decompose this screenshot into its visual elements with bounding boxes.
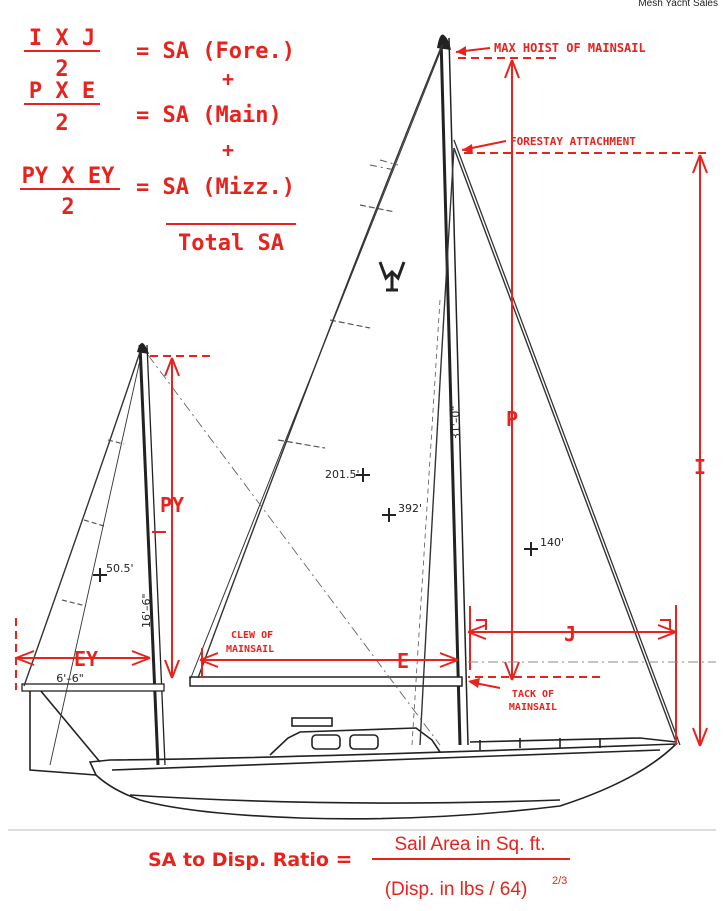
ce-mizz-marker-icon	[93, 568, 107, 582]
port-light-2	[349, 734, 379, 750]
hull	[88, 743, 679, 820]
callout-forestay: FORESTAY ATTACHMENT	[510, 135, 636, 148]
ce-main-value: 201.5'	[325, 468, 360, 481]
dim-label-J: J	[564, 622, 576, 646]
cabin-house	[269, 727, 441, 756]
forestay	[453, 139, 681, 746]
ce-main-marker-icon	[356, 468, 370, 482]
dim-label-I: I	[694, 455, 706, 479]
boom-length-mizzen: 6'–6"	[56, 672, 84, 685]
dim-label-E: E	[397, 649, 409, 673]
plus-sign-1: +	[222, 67, 234, 91]
main-boom	[189, 676, 463, 687]
mizzen-mast	[138, 344, 160, 766]
fore-result: = SA (Fore.)	[136, 39, 295, 64]
main-numerator: P X E	[29, 79, 95, 104]
sail-insignia-icon	[378, 261, 406, 292]
fore-numerator: I X J	[29, 26, 95, 51]
dim-label-PY: PY	[160, 493, 184, 517]
main-result: = SA (Main)	[136, 103, 282, 128]
ce-fore-marker-icon	[524, 542, 538, 556]
callout-clew-line1: CLEW OF	[231, 630, 273, 641]
ce-total-marker-icon	[382, 508, 396, 522]
hull-drawing	[8, 689, 716, 831]
mizz-numerator: PY X EY	[22, 164, 115, 189]
fore-denominator: 2	[55, 57, 68, 82]
callout-tack-line1: TACK OF	[512, 689, 554, 700]
credit-text: Mesh Yacht Sales	[638, 0, 718, 9]
mizzen-boom	[21, 683, 165, 692]
total-label: Total SA	[178, 231, 284, 256]
mizz-denominator: 2	[61, 195, 74, 220]
drawing-annotations: 31'–0" 16'–6" 6'–6" 201.5' 392' 140' 50.…	[56, 405, 564, 685]
ce-fore-value: 140'	[540, 536, 564, 549]
callout-max-hoist: MAX HOIST OF MAINSAIL	[494, 41, 646, 55]
mizz-result: = SA (Mizz.)	[136, 175, 295, 200]
ce-mizz-value: 50.5'	[106, 562, 134, 575]
dimension-overlay: MAX HOIST OF MAINSAIL FORESTAY ATTACHMEN…	[15, 41, 716, 747]
dim-label-EY: EY	[74, 647, 98, 671]
mizzen-sail-leech	[23, 351, 141, 687]
mast-length-main: 31'–0"	[449, 405, 463, 440]
dim-label-P: P	[506, 407, 518, 431]
port-light-1	[311, 734, 341, 750]
mizzen-rig	[21, 343, 441, 766]
mast-length-mizzen: 16'–6"	[140, 593, 153, 628]
ce-total-value: 392'	[398, 502, 422, 515]
ratio-label: SA to Disp. Ratio	[148, 849, 329, 871]
main-denominator: 2	[55, 111, 68, 136]
main-mast	[439, 37, 462, 746]
ratio-formula: SA to Disp. Ratio = Sail Area in Sq. ft.…	[148, 834, 570, 900]
ratio-denominator: (Disp. in lbs / 64)	[385, 879, 528, 900]
ratio-exponent: 2/3	[552, 875, 567, 887]
ratio-equals: =	[336, 847, 353, 871]
ratio-numerator: Sail Area in Sq. ft.	[394, 834, 545, 855]
formula-block: I X J 2 = SA (Fore.) + P X E 2 = SA (Mai…	[20, 26, 296, 256]
plus-sign-2: +	[222, 138, 234, 162]
callout-clew-line2: MAINSAIL	[226, 644, 274, 655]
callout-tack-line2: MAINSAIL	[509, 702, 557, 713]
